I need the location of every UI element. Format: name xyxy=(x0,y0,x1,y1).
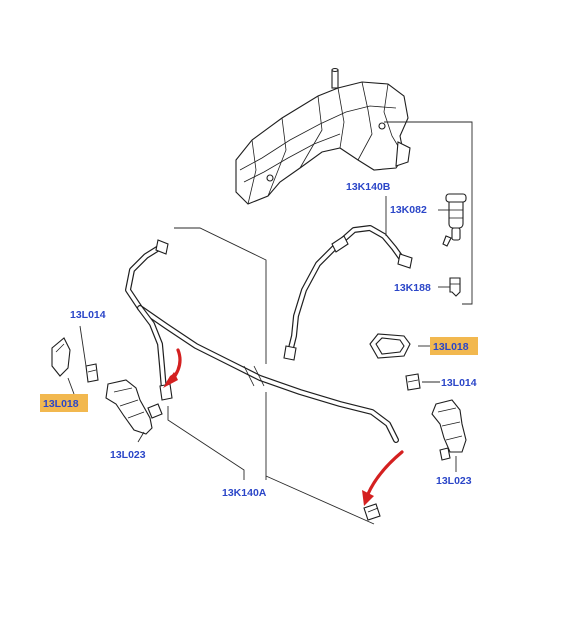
label-13L014-right: 13L014 xyxy=(441,377,477,389)
pump-grommet xyxy=(449,277,461,297)
washer-pump xyxy=(442,193,467,247)
label-13K188: 13K188 xyxy=(394,282,431,294)
label-left-jet: 13L023 xyxy=(110,449,146,461)
leader-lines xyxy=(67,121,473,525)
label-left-cover-highlight xyxy=(40,394,88,412)
right-cover xyxy=(369,333,411,359)
lower-hose xyxy=(125,239,399,443)
right-flow-arrow xyxy=(362,450,404,506)
label-reservoir-pump: 13K082 xyxy=(390,204,427,216)
label-13L023-left: 13L023 xyxy=(110,449,146,461)
label-left-connector: 13L014 xyxy=(70,309,106,321)
left-flow-arrow xyxy=(163,348,182,388)
label-right-cover: 13L018 xyxy=(433,341,469,353)
label-13L023-right: 13L023 xyxy=(436,475,472,487)
label-upper-hose: 13K140B xyxy=(346,181,391,193)
washer-reservoir-bracket xyxy=(235,67,411,205)
label-left-cover: 13L018 xyxy=(43,398,79,410)
label-13L014-left: 13L014 xyxy=(70,309,106,321)
upper-hose xyxy=(283,225,413,361)
left-washer-jet xyxy=(105,379,173,435)
label-13K140A: 13K140A xyxy=(222,487,267,499)
label-lower-hose: 13K140A xyxy=(222,487,267,499)
label-right-connector: 13L014 xyxy=(441,377,477,389)
label-right-jet: 13L023 xyxy=(436,475,472,487)
label-13K082: 13K082 xyxy=(390,204,427,216)
right-connector xyxy=(405,373,421,391)
left-connector xyxy=(85,363,99,383)
label-13K140B: 13K140B xyxy=(346,181,391,193)
label-right-cover-highlight xyxy=(430,337,478,355)
right-washer-jet xyxy=(431,399,467,461)
left-cover xyxy=(51,337,71,377)
label-pump-grommet: 13K188 xyxy=(394,282,431,294)
label-13L018-right: 13L018 xyxy=(430,337,478,355)
label-13L018-left: 13L018 xyxy=(40,394,88,412)
lower-hose-connector xyxy=(363,503,381,521)
